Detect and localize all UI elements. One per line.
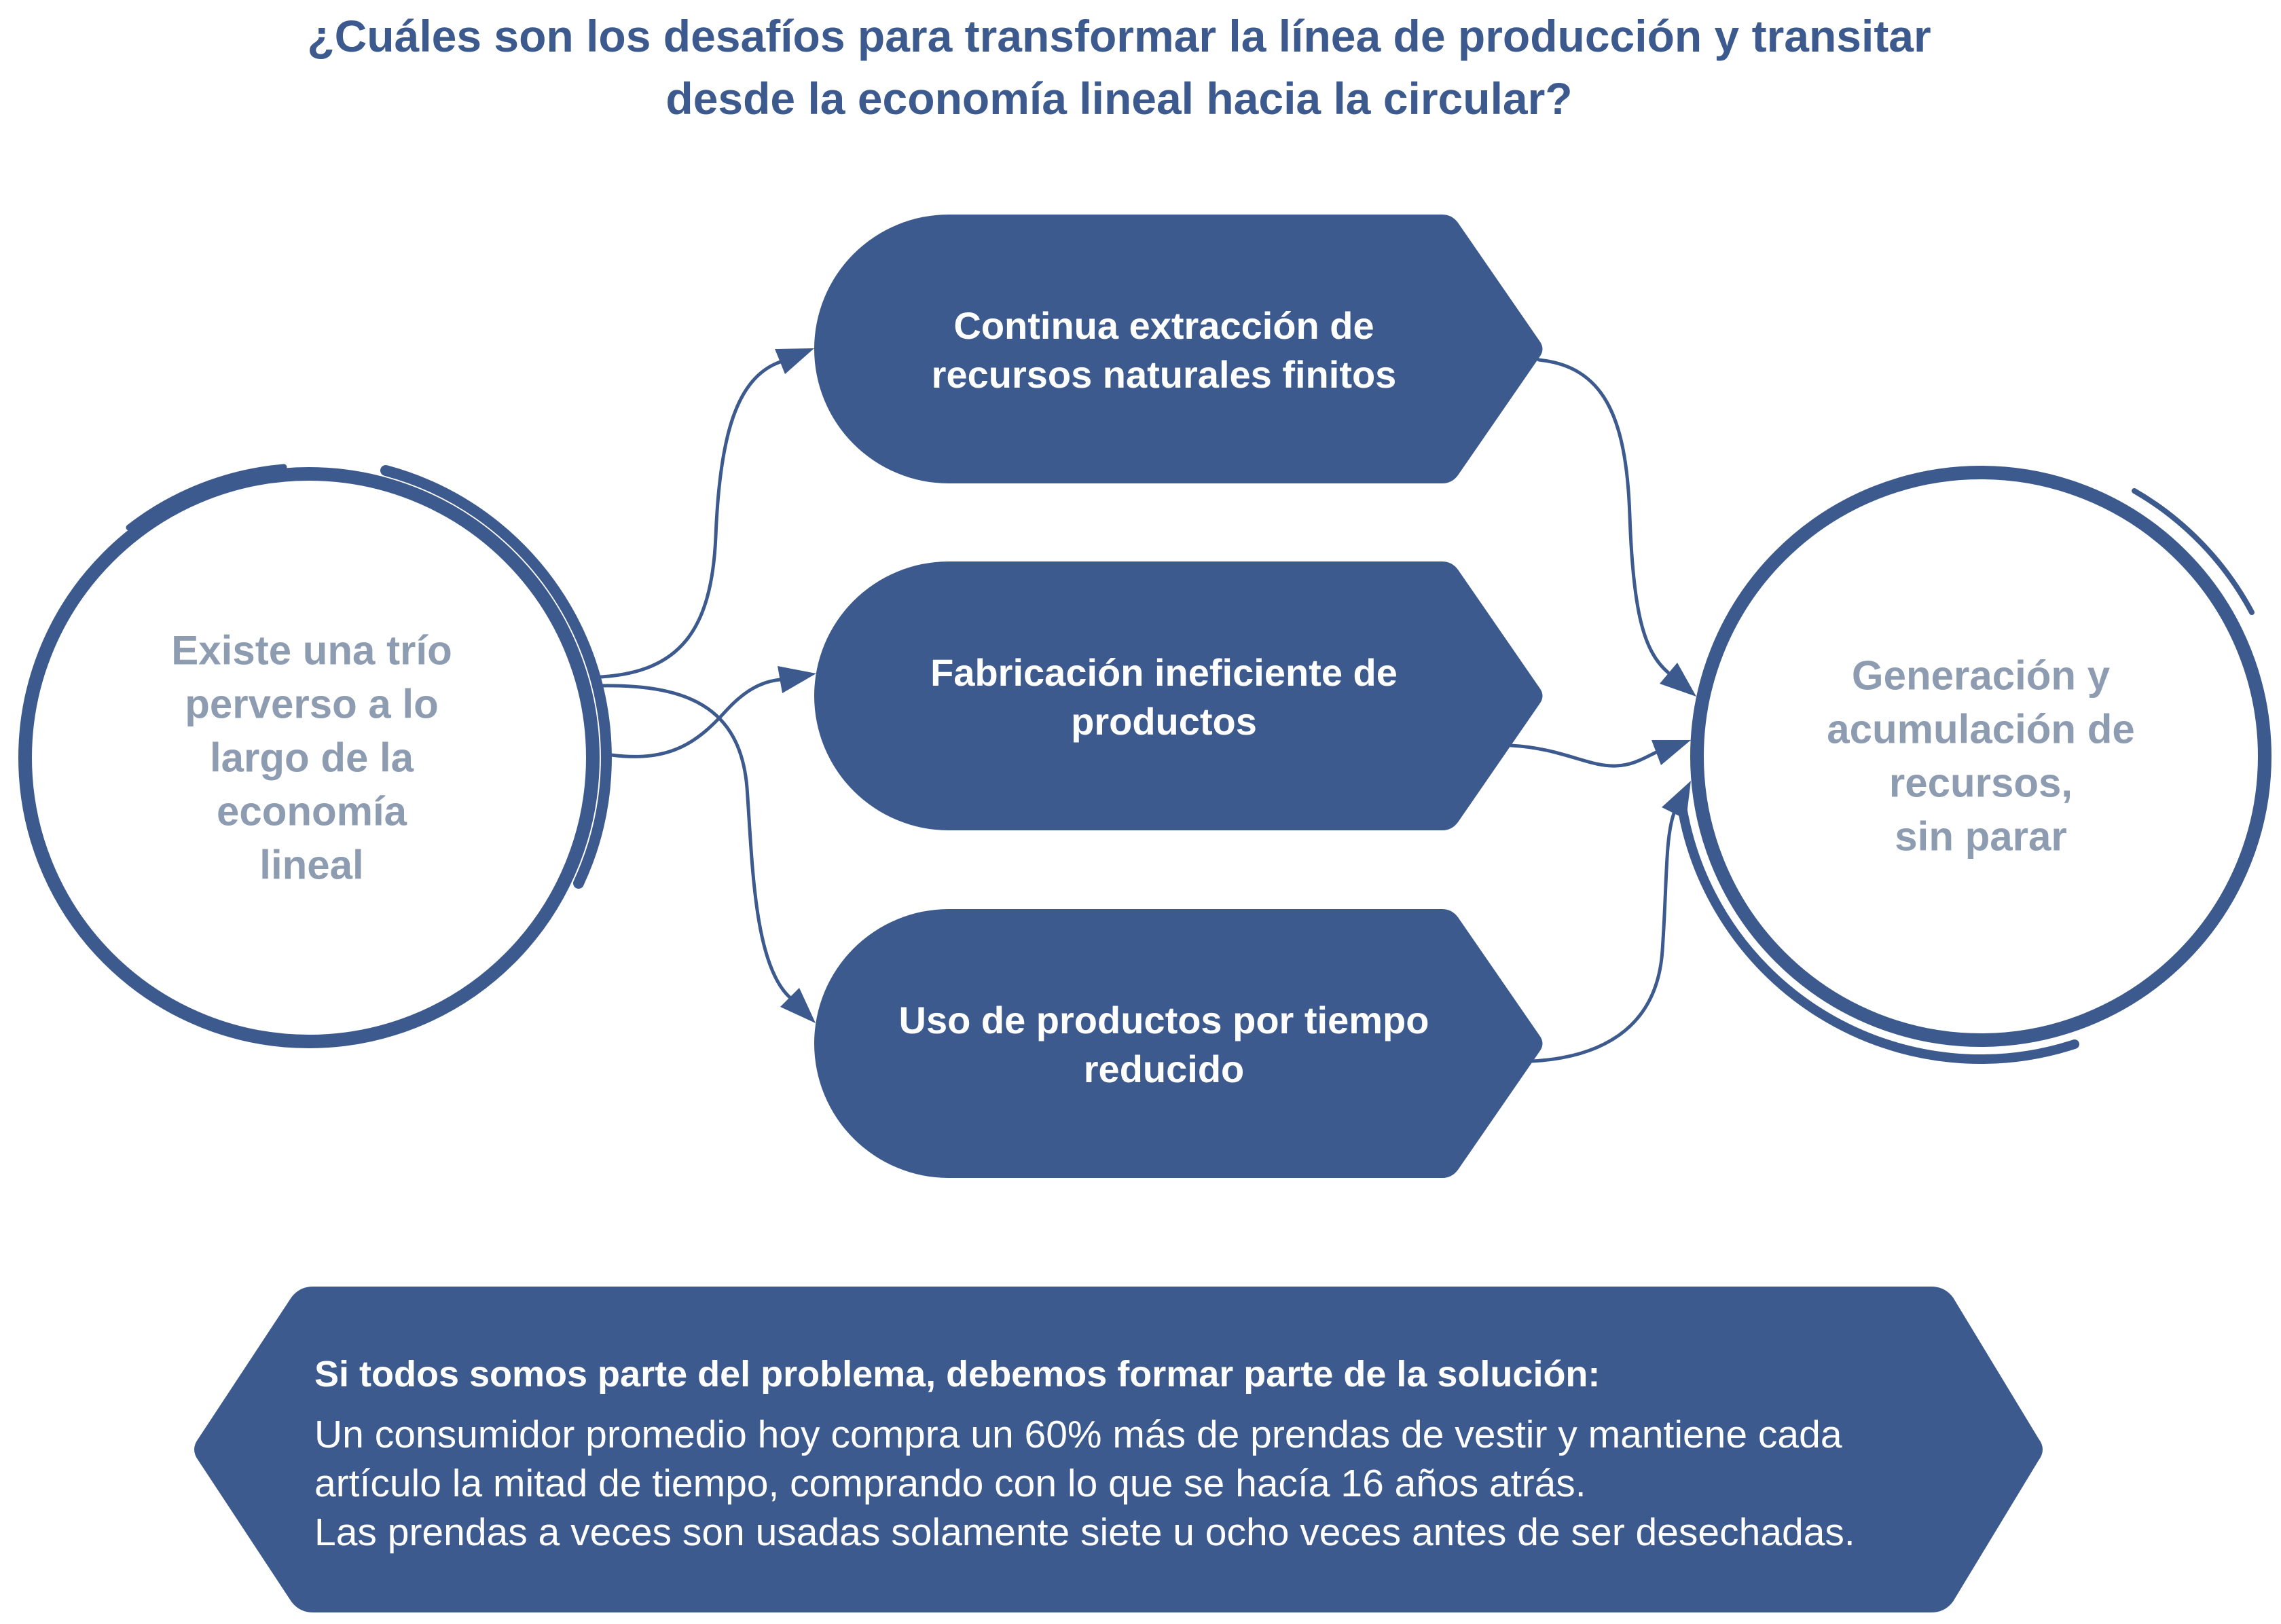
arrowhead-right-from-usage: [1662, 781, 1691, 819]
right-circle-text-line: sin parar: [1895, 813, 2067, 860]
banner-heading: Si todos somos parte del problema, debem…: [314, 1353, 1601, 1395]
left-circle: [18, 464, 612, 1048]
right-circle-outer-brush-stroke: [1676, 794, 2079, 1064]
banner-body-line: Un consumidor promedio hoy compra un 60%…: [314, 1413, 1842, 1457]
left-circle-text-line: largo de la: [209, 735, 414, 781]
connector-extraction-to-right: [1537, 358, 1671, 675]
right-circle-text-line: Generación y: [1851, 652, 2111, 699]
left-circle-text-line: perverso a lo: [185, 681, 439, 727]
step-text-line: recursos naturales finitos: [931, 352, 1397, 396]
connector-left-to-extraction: [598, 360, 782, 679]
arrowhead-extraction: [775, 348, 814, 374]
step-text-line: reducido: [1083, 1047, 1245, 1090]
step-box-extraction: [814, 215, 1543, 483]
left-circle-outer-brush-stroke: [380, 465, 612, 889]
left-circle-text-line: Existe una trío: [171, 627, 452, 673]
arrowhead-usage: [780, 988, 816, 1023]
right-circle: [1676, 466, 2271, 1064]
title-line: ¿Cuáles son los desafíos para transforma…: [307, 11, 1931, 62]
connector-manufacturing-to-right: [1509, 743, 1658, 768]
left-circle-text-line: economía: [216, 788, 407, 834]
connector-left-to-usage: [598, 684, 792, 999]
arrowhead-right-from-extraction: [1660, 663, 1696, 697]
banner-body-line: artículo la mitad de tiempo, comprando c…: [314, 1462, 1586, 1506]
connector-left-to-manufacturing: [609, 678, 782, 758]
right-circle-accent-brush-stroke: [2132, 488, 2255, 615]
step-box-usage: [814, 909, 1543, 1178]
connector-usage-to-right: [1530, 811, 1676, 1063]
left-circle-text-line: lineal: [259, 842, 364, 888]
arrowhead-manufacturing: [778, 666, 816, 693]
right-circle-text-line: acumulación de: [1827, 706, 2135, 752]
bottom-banner-shape: [194, 1287, 2043, 1612]
banner-body-line: Las prendas a veces son usadas solamente…: [314, 1511, 1855, 1555]
right-circle-text-line: recursos,: [1888, 760, 2073, 806]
left-circle-ring: [18, 467, 600, 1048]
left-circle-accent-brush-stroke: [126, 464, 287, 531]
title-line: desde la economía lineal hacia la circul…: [665, 73, 1573, 124]
step-text-line: Uso de productos por tiempo: [898, 998, 1429, 1041]
arrowhead-right-from-manufacturing: [1652, 740, 1691, 765]
step-text-line: Continua extracción de: [953, 303, 1374, 347]
right-circle-ring: [1690, 466, 2271, 1047]
step-text-line: productos: [1071, 699, 1257, 743]
step-text-line: Fabricación ineficiente de: [930, 650, 1398, 694]
step-box-manufacturing: [814, 561, 1543, 830]
